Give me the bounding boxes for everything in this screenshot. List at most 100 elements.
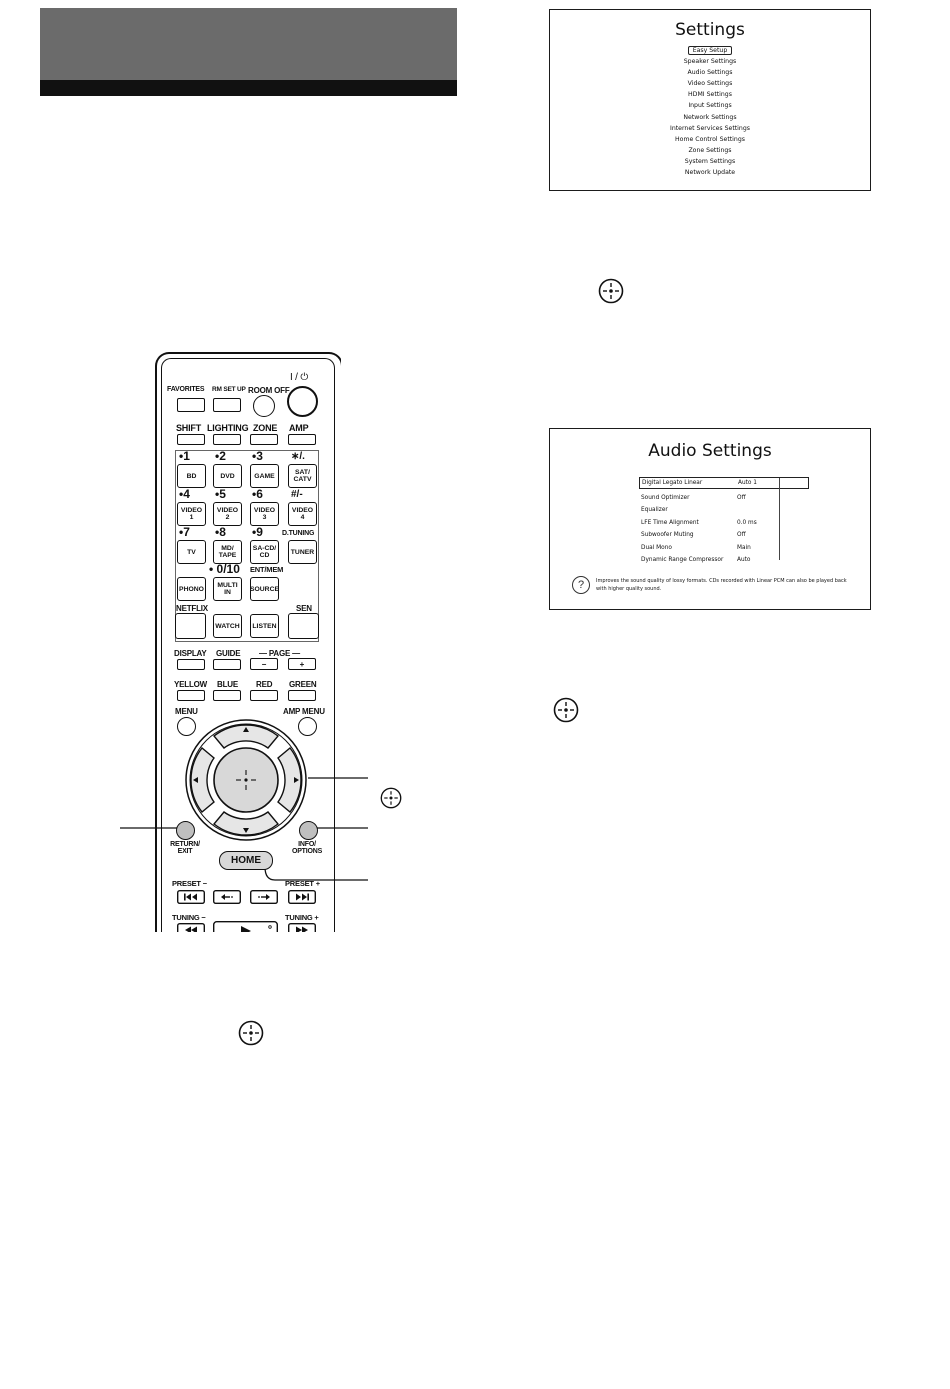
rewind-icon[interactable] bbox=[177, 923, 205, 932]
tuning-plus-label: TUNING + bbox=[285, 913, 319, 922]
yellow-button[interactable] bbox=[177, 690, 205, 701]
help-icon: ? bbox=[572, 576, 590, 594]
hash-label: #/- bbox=[291, 489, 303, 500]
sat-catv-button[interactable]: SAT/CATV bbox=[288, 464, 317, 488]
audio-settings-title: Audio Settings bbox=[648, 441, 772, 461]
red-button[interactable] bbox=[250, 690, 278, 701]
sen-button[interactable] bbox=[288, 613, 319, 639]
settings-item[interactable]: Zone Settings bbox=[688, 146, 732, 154]
return-exit-button[interactable] bbox=[176, 821, 195, 840]
page-minus-button[interactable]: − bbox=[250, 658, 278, 670]
settings-menu: Easy Setup Speaker Settings Audio Settin… bbox=[550, 45, 870, 178]
listen-button[interactable]: LISTEN bbox=[250, 614, 279, 638]
settings-item[interactable]: HDMI Settings bbox=[688, 91, 732, 99]
dvd-button[interactable]: DVD bbox=[213, 464, 242, 488]
amp-menu-button[interactable] bbox=[298, 717, 317, 736]
audio-setting-row[interactable]: Equalizer bbox=[641, 507, 668, 514]
directional-pad[interactable] bbox=[184, 718, 308, 842]
bd-button[interactable]: BD bbox=[177, 464, 206, 488]
asterisk-label: ∗/. bbox=[291, 451, 305, 462]
digit-0-label: • 0/10 bbox=[209, 562, 240, 576]
menu-button[interactable] bbox=[177, 717, 196, 736]
advance-icon[interactable] bbox=[250, 890, 278, 904]
settings-item[interactable]: System Settings bbox=[684, 157, 736, 165]
next-track-icon[interactable] bbox=[288, 890, 316, 904]
room-off-label: ROOM OFF bbox=[248, 386, 290, 395]
previous-track-icon[interactable] bbox=[177, 890, 205, 904]
source-button[interactable]: SOURCE bbox=[250, 577, 279, 601]
scrollbar[interactable] bbox=[779, 478, 780, 560]
settings-item[interactable]: Video Settings bbox=[687, 80, 733, 88]
remote-control: FAVORITES RM SET UP ROOM OFF I / ⏻ SHIFT… bbox=[155, 352, 341, 932]
room-off-button[interactable] bbox=[253, 395, 275, 417]
settings-item[interactable]: Audio Settings bbox=[687, 69, 733, 77]
watch-button[interactable]: WATCH bbox=[213, 614, 242, 638]
remote-body bbox=[155, 352, 341, 932]
favorites-button[interactable] bbox=[177, 398, 205, 412]
yellow-label: YELLOW bbox=[174, 680, 208, 689]
remote-inner-outline bbox=[161, 358, 335, 932]
digit-1-label: •1 bbox=[179, 449, 190, 463]
tv-button[interactable]: TV bbox=[177, 540, 206, 564]
play-button[interactable] bbox=[213, 921, 278, 932]
preset-plus-label: PRESET + bbox=[285, 879, 320, 888]
phono-button[interactable]: PHONO bbox=[177, 577, 206, 601]
blue-button[interactable] bbox=[213, 690, 241, 701]
d-tuning-label: D.TUNING bbox=[282, 530, 315, 537]
settings-screen: Settings Easy Setup Speaker Settings Aud… bbox=[549, 9, 871, 191]
settings-item[interactable]: Network Settings bbox=[683, 113, 737, 121]
red-label: RED bbox=[256, 680, 273, 689]
tuner-button[interactable]: TUNER bbox=[288, 540, 317, 564]
power-label: I / ⏻ bbox=[290, 372, 309, 383]
return-exit-label: RETURN/EXIT bbox=[170, 841, 200, 855]
settings-title: Settings bbox=[675, 20, 745, 40]
rm-setup-button[interactable] bbox=[213, 398, 241, 412]
home-button[interactable]: HOME bbox=[219, 851, 273, 870]
settings-item[interactable]: Home Control Settings bbox=[675, 135, 745, 143]
preset-minus-label: PRESET − bbox=[172, 879, 207, 888]
page-plus-button[interactable]: + bbox=[288, 658, 316, 670]
fast-forward-icon[interactable] bbox=[288, 923, 316, 932]
enter-button-icon bbox=[553, 697, 579, 723]
lighting-label: LIGHTING bbox=[207, 423, 249, 433]
digit-2-label: •2 bbox=[215, 449, 226, 463]
display-label: DISPLAY bbox=[174, 649, 207, 658]
netflix-button[interactable] bbox=[175, 613, 206, 639]
display-button[interactable] bbox=[177, 659, 205, 670]
numeric-keypad-frame bbox=[175, 450, 319, 642]
md-tape-button[interactable]: MD/TAPE bbox=[213, 540, 242, 564]
green-button[interactable] bbox=[288, 690, 316, 701]
guide-button[interactable] bbox=[213, 659, 241, 670]
settings-item[interactable]: Easy Setup bbox=[550, 45, 870, 56]
section-header-underline bbox=[40, 80, 457, 96]
amp-button[interactable] bbox=[288, 434, 316, 445]
green-label: GREEN bbox=[289, 680, 317, 689]
sacd-cd-button[interactable]: SA-CD/CD bbox=[250, 540, 279, 564]
game-button[interactable]: GAME bbox=[250, 464, 279, 488]
lighting-button[interactable] bbox=[213, 434, 241, 445]
power-button[interactable] bbox=[287, 386, 318, 417]
replay-icon[interactable] bbox=[213, 890, 241, 904]
settings-item[interactable]: Speaker Settings bbox=[683, 58, 737, 66]
info-options-button[interactable] bbox=[299, 821, 318, 840]
settings-item[interactable]: Network Update bbox=[684, 169, 736, 177]
help-description: Improves the sound quality of lossy form… bbox=[596, 578, 847, 592]
settings-item[interactable]: Internet Services Settings bbox=[670, 124, 750, 132]
tuning-minus-label: TUNING − bbox=[172, 913, 206, 922]
shift-button[interactable] bbox=[177, 434, 205, 445]
zone-button[interactable] bbox=[250, 434, 278, 445]
favorites-label: FAVORITES bbox=[167, 386, 205, 393]
settings-item[interactable]: Input Settings bbox=[688, 102, 732, 110]
enter-button-icon bbox=[380, 787, 402, 809]
